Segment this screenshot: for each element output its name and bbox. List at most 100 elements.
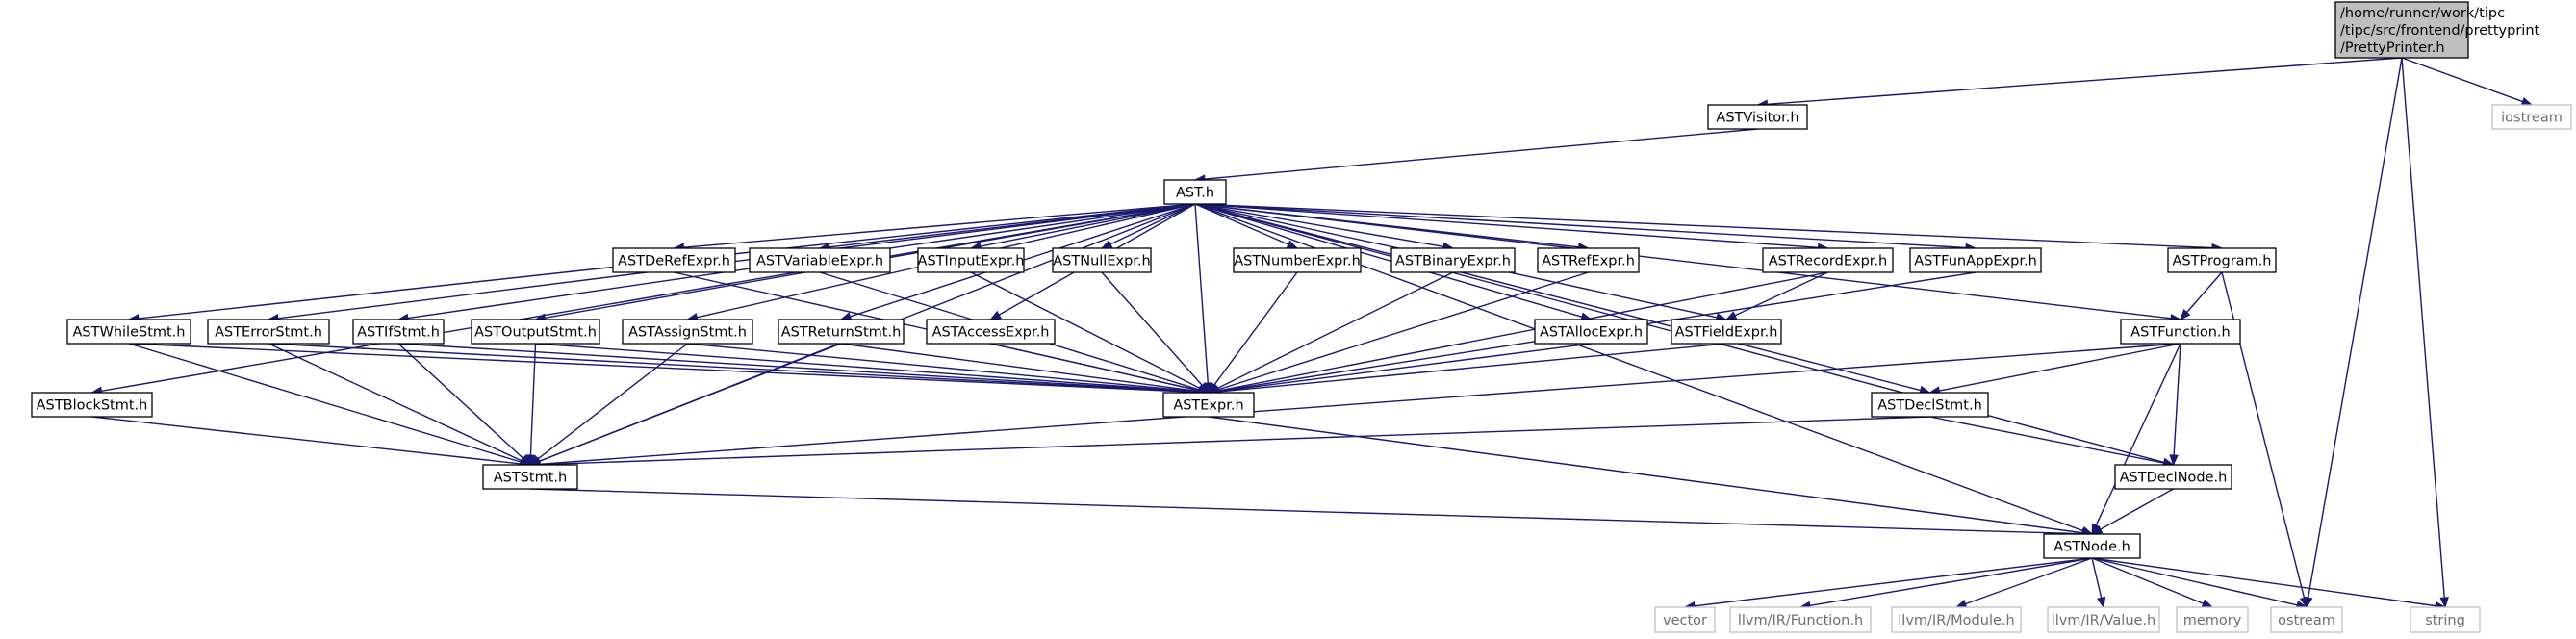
edge-astbinaryexpr-to-astexpr bbox=[1207, 271, 1454, 394]
node-astnullexpr[interactable]: ASTNullExpr.h bbox=[1052, 247, 1152, 273]
node-label: AST.h bbox=[1176, 186, 1214, 201]
node-box bbox=[926, 319, 1056, 345]
edge-astfunction-to-astdeclnode bbox=[2169, 343, 2181, 467]
edge-astnode-to-vector bbox=[1683, 557, 2093, 611]
node-box bbox=[1909, 247, 2042, 273]
edge-ast-to-astfunappexpr bbox=[1194, 203, 1977, 253]
edge-ast-to-astnumberexpr bbox=[1194, 203, 1299, 249]
node-label: ASTFunction.h bbox=[2130, 325, 2230, 341]
edge-astvisitor-to-ast bbox=[1193, 128, 1758, 184]
node-astprogram[interactable]: ASTProgram.h bbox=[2167, 247, 2277, 273]
node-aststmt[interactable]: ASTStmt.h bbox=[482, 464, 578, 490]
node-ast[interactable]: AST.h bbox=[1163, 179, 1227, 205]
edge-astrecordexpr-to-astfieldexpr bbox=[1724, 271, 1828, 320]
node-label: ASTDeclStmt.h bbox=[1877, 398, 1982, 414]
node-label: ASTStmt.h bbox=[494, 471, 567, 486]
node-astblockstmt[interactable]: ASTBlockStmt.h bbox=[31, 392, 153, 418]
node-astnode[interactable]: ASTNode.h bbox=[2043, 533, 2141, 559]
node-label: ASTInputExpr.h bbox=[918, 254, 1025, 269]
node-box bbox=[1871, 392, 1989, 418]
node-astallocexpr[interactable]: ASTAllocExpr.h bbox=[1534, 319, 1648, 345]
node-label: ASTDeclNode.h bbox=[2120, 471, 2228, 486]
edge-astfunction-to-astnode bbox=[2091, 343, 2181, 536]
node-label: ASTReturnStmt.h bbox=[781, 325, 902, 341]
node-astdeclstmt[interactable]: ASTDeclStmt.h bbox=[1871, 392, 1989, 418]
node-label: ASTAssignStmt.h bbox=[628, 325, 747, 341]
node-astreturnstmt[interactable]: ASTReturnStmt.h bbox=[778, 319, 905, 345]
node-box bbox=[2176, 606, 2249, 633]
node-astvisitor[interactable]: ASTVisitor.h bbox=[1707, 104, 1808, 130]
edge-ast-to-astdeclstmt bbox=[1194, 203, 1931, 395]
node-label: memory bbox=[2183, 613, 2242, 628]
node-label: ASTNullExpr.h bbox=[1053, 254, 1150, 269]
node-box bbox=[1762, 247, 1894, 273]
node-label: /PrettyPrinter.h bbox=[2340, 40, 2445, 56]
node-llvm-module: llvm/IR/Module.h bbox=[1891, 606, 2022, 633]
node-label: ASTIfStmt.h bbox=[357, 325, 440, 341]
node-memory: memory bbox=[2176, 606, 2249, 633]
edge-astnode-to-llvm_value bbox=[2091, 557, 2106, 609]
node-box bbox=[2120, 319, 2241, 345]
edge-root-to-astvisitor bbox=[1756, 57, 2403, 109]
node-label: ASTExpr.h bbox=[1173, 398, 1243, 414]
node-label: ASTDeRefExpr.h bbox=[618, 254, 730, 269]
node-label: ASTFieldExpr.h bbox=[1675, 325, 1778, 341]
node-box bbox=[1163, 179, 1227, 205]
edge-root-to-iostream_top bbox=[2401, 57, 2534, 106]
node-box bbox=[2114, 464, 2232, 490]
node-astnumberexpr[interactable]: ASTNumberExpr.h bbox=[1233, 247, 1362, 273]
edge-asterrorstmt-to-aststmt bbox=[268, 343, 532, 466]
node-astexpr[interactable]: ASTExpr.h bbox=[1162, 392, 1255, 418]
node-label: ASTAllocExpr.h bbox=[1540, 325, 1643, 341]
edge-root-to-string bbox=[2401, 57, 2449, 609]
edge-astifstmt-to-aststmt bbox=[397, 343, 531, 466]
node-box bbox=[1707, 104, 1808, 130]
node-astdeclnode[interactable]: ASTDeclNode.h bbox=[2114, 464, 2232, 490]
nodes-layer: /home/runner/work/tipc/tipc/src/frontend… bbox=[31, 1, 2572, 633]
node-astassignstmt[interactable]: ASTAssignStmt.h bbox=[622, 319, 753, 345]
edge-ast-to-astexpr bbox=[1194, 203, 1212, 395]
node-astvariableexpr[interactable]: ASTVariableExpr.h bbox=[749, 247, 891, 273]
node-astifstmt[interactable]: ASTIfStmt.h bbox=[352, 319, 445, 345]
node-label: string bbox=[2425, 613, 2465, 628]
edge-aststmt-to-astnode bbox=[529, 488, 2094, 539]
node-label: ASTOutputStmt.h bbox=[474, 325, 597, 341]
node-astfieldexpr[interactable]: ASTFieldExpr.h bbox=[1671, 319, 1782, 345]
edge-astblockstmt-to-aststmt bbox=[91, 416, 532, 469]
node-box bbox=[2047, 606, 2160, 633]
node-label: iostream bbox=[2501, 111, 2563, 126]
edge-ast-to-astderefexpr bbox=[673, 203, 1196, 252]
node-astaccessexpr[interactable]: ASTAccessExpr.h bbox=[926, 319, 1056, 345]
node-label: ASTBlockStmt.h bbox=[37, 398, 148, 414]
node-label: llvm/IR/Function.h bbox=[1738, 613, 1863, 628]
node-box bbox=[1729, 606, 1872, 633]
node-astoutputstmt[interactable]: ASTOutputStmt.h bbox=[471, 319, 600, 345]
node-label: ASTProgram.h bbox=[2173, 254, 2272, 269]
node-label: ASTVisitor.h bbox=[1716, 111, 1798, 126]
node-astinputexpr[interactable]: ASTInputExpr.h bbox=[917, 247, 1025, 273]
edge-astnode-to-string bbox=[2091, 557, 2447, 611]
node-astfunction[interactable]: ASTFunction.h bbox=[2120, 319, 2241, 345]
edge-astwhilestmt-to-aststmt bbox=[128, 343, 532, 467]
node-label: vector bbox=[1663, 613, 1707, 628]
node-astrecordexpr[interactable]: ASTRecordExpr.h bbox=[1762, 247, 1894, 273]
node-label: ASTNumberExpr.h bbox=[1234, 254, 1361, 269]
node-root: /home/runner/work/tipc/tipc/src/frontend… bbox=[2334, 1, 2540, 59]
node-astwhilestmt[interactable]: ASTWhileStmt.h bbox=[66, 319, 191, 345]
edge-astoutputstmt-to-aststmt bbox=[525, 343, 537, 467]
node-box bbox=[31, 392, 153, 418]
node-astbinaryexpr[interactable]: ASTBinaryExpr.h bbox=[1390, 247, 1516, 273]
node-label: llvm/IR/Value.h bbox=[2052, 613, 2156, 628]
node-asterrorstmt[interactable]: ASTErrorStmt.h bbox=[207, 319, 330, 345]
edge-root-to-ostream bbox=[2304, 57, 2403, 609]
node-box bbox=[2334, 1, 2469, 59]
edge-astprogram-to-astfunction bbox=[2180, 271, 2223, 321]
node-astrefexpr[interactable]: ASTRefExpr.h bbox=[1537, 247, 1640, 273]
node-box bbox=[471, 319, 600, 345]
edge-astifstmt-to-astexpr bbox=[397, 343, 1211, 397]
node-box bbox=[2043, 533, 2141, 559]
node-astfunappexpr[interactable]: ASTFunAppExpr.h bbox=[1909, 247, 2042, 273]
edge-astnumberexpr-to-astexpr bbox=[1208, 271, 1298, 395]
node-astderefexpr[interactable]: ASTDeRefExpr.h bbox=[612, 247, 736, 273]
